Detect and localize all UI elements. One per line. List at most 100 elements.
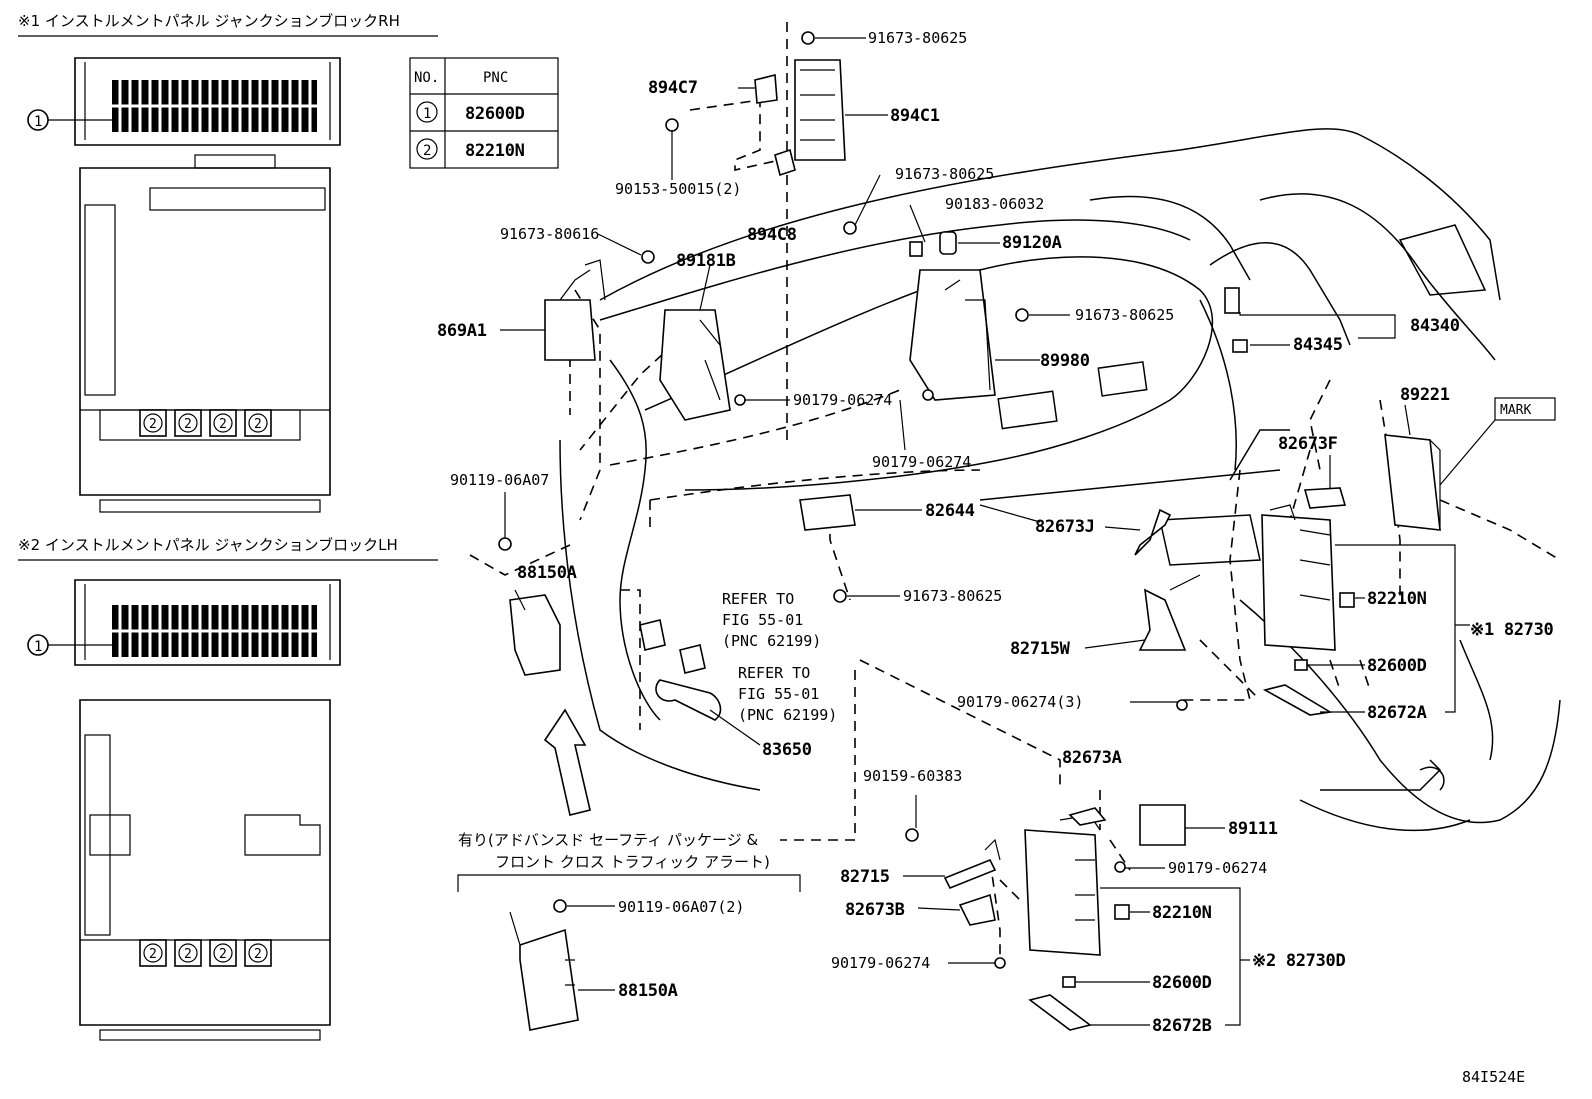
bracket-82673j bbox=[1134, 508, 1172, 556]
bracket-894c7 bbox=[754, 73, 778, 104]
module-88150a-lower bbox=[509, 911, 579, 1031]
sensor-89120a bbox=[909, 231, 957, 257]
label-82672a: 82672A bbox=[1367, 703, 1427, 723]
label-88150a-lower: 88150A bbox=[618, 981, 678, 1001]
ecu-89980 bbox=[909, 269, 996, 401]
svg-text:1: 1 bbox=[34, 639, 42, 655]
fuse-row-rh: 2 2 2 2 bbox=[139, 409, 272, 437]
table-row-2-no: 2 bbox=[423, 143, 431, 159]
jb-lh-top-view: 1 bbox=[27, 579, 341, 666]
table-header-pnc: PNC bbox=[483, 70, 508, 86]
jb-rh-side-view: 2 2 2 2 bbox=[79, 154, 331, 513]
label-82715w: 82715W bbox=[1010, 639, 1071, 659]
refer-2-line2: FIG 55-01 bbox=[738, 685, 819, 703]
svg-text:2: 2 bbox=[184, 947, 192, 962]
ecu-89181b bbox=[659, 309, 731, 421]
label-894c1: 894C1 bbox=[890, 106, 940, 126]
bracket-82715 bbox=[943, 838, 1001, 890]
label-88150a-upper: 88150A bbox=[517, 563, 577, 583]
label-91673-80625: 91673-80625 bbox=[868, 29, 967, 47]
label-90179-06274-3: 90179-06274(3) bbox=[957, 693, 1083, 711]
label-84340: 84340 bbox=[1410, 316, 1460, 336]
module-89111 bbox=[1139, 804, 1186, 846]
option-note-line1: 有り(アドバンスド セーフティ パッケージ & bbox=[458, 831, 759, 849]
refer-1-line3: (PNC 62199) bbox=[722, 632, 821, 650]
svg-text:2: 2 bbox=[149, 417, 157, 432]
label-894c7: 894C7 bbox=[648, 78, 698, 98]
label-89111: 89111 bbox=[1228, 819, 1278, 839]
label-89221: 89221 bbox=[1400, 385, 1450, 405]
label-82210n-lh: 82210N bbox=[1152, 903, 1212, 923]
label-91673-80625-c: 91673-80625 bbox=[1075, 306, 1174, 324]
bracket-82673f bbox=[1303, 487, 1347, 509]
table-row-1-pnc: 82600D bbox=[465, 104, 525, 124]
label-82715: 82715 bbox=[840, 867, 890, 887]
svg-text:2: 2 bbox=[219, 417, 227, 432]
svg-text:2: 2 bbox=[149, 947, 157, 962]
fuse-82210n-lh bbox=[1114, 904, 1130, 920]
label-90119-06a07-2: 90119-06A07(2) bbox=[618, 898, 744, 916]
label-89120a: 89120A bbox=[1002, 233, 1062, 253]
label-82673j: 82673J bbox=[1035, 517, 1095, 537]
label-mark: MARK bbox=[1500, 403, 1531, 418]
label-82673b: 82673B bbox=[845, 900, 905, 920]
label-90119-06a07: 90119-06A07 bbox=[450, 471, 549, 489]
module-89221 bbox=[1384, 434, 1441, 531]
diagram-code: 84I524E bbox=[1462, 1068, 1525, 1086]
part-83650 bbox=[655, 679, 722, 721]
jb-rh-title: ※1 インストルメントパネル ジャンクションブロックRH bbox=[18, 12, 400, 30]
label-89181b: 89181B bbox=[676, 251, 736, 271]
label-91673-80625-d: 91673-80625 bbox=[903, 587, 1002, 605]
sensor-869a1 bbox=[544, 259, 606, 361]
label-90179-06274-d: 90179-06274 bbox=[831, 954, 930, 972]
table-row-1-no: 1 bbox=[423, 106, 431, 122]
svg-text:1: 1 bbox=[34, 114, 42, 130]
fuse-82600d-lh bbox=[1062, 976, 1076, 988]
jb-lh-title: ※2 インストルメントパネル ジャンクションブロックLH bbox=[18, 536, 398, 554]
label-82673a: 82673A bbox=[1062, 748, 1122, 768]
svg-text:2: 2 bbox=[219, 947, 227, 962]
fuse-82210n bbox=[1339, 592, 1355, 608]
bracket-894c8 bbox=[774, 148, 796, 177]
module-88150a-upper bbox=[509, 589, 561, 676]
leader-lines bbox=[500, 37, 1496, 1026]
table-header-no: NO. bbox=[414, 70, 439, 86]
bracket-82673b bbox=[958, 893, 996, 926]
refer-1-line1: REFER TO bbox=[722, 590, 794, 608]
refer-2-line3: (PNC 62199) bbox=[738, 706, 837, 724]
label-82673f: 82673F bbox=[1278, 434, 1338, 454]
cover-82672b bbox=[1028, 994, 1092, 1031]
svg-text:2: 2 bbox=[254, 417, 262, 432]
instrument-panel-outline bbox=[559, 128, 1561, 832]
label-82730: ※1 82730 bbox=[1470, 620, 1554, 640]
fuse-82600d bbox=[1294, 659, 1308, 671]
bracket-82715w bbox=[1138, 574, 1201, 651]
callout-labels: 91673-80625 894C7 894C1 90153-50015(2) 9… bbox=[437, 29, 1556, 1036]
label-82600d: 82600D bbox=[1367, 656, 1427, 676]
label-89980: 89980 bbox=[1040, 351, 1090, 371]
table-row-2-pnc: 82210N bbox=[465, 141, 525, 161]
label-90179-06274-c: 90179-06274 bbox=[1168, 859, 1267, 877]
label-84345: 84345 bbox=[1293, 335, 1343, 355]
relay-82644 bbox=[799, 494, 856, 531]
label-91673-80616: 91673-80616 bbox=[500, 225, 599, 243]
label-869a1: 869A1 bbox=[437, 321, 487, 341]
label-90179-06274-b: 90179-06274 bbox=[872, 453, 971, 471]
label-90183-06032: 90183-06032 bbox=[945, 195, 1044, 213]
label-91673-80625-b: 91673-80625 bbox=[895, 165, 994, 183]
fuse-row-lh: 2 2 2 2 bbox=[139, 939, 272, 967]
switch-84340 bbox=[1224, 287, 1248, 353]
label-82672b: 82672B bbox=[1152, 1016, 1212, 1036]
svg-text:2: 2 bbox=[254, 947, 262, 962]
label-82210n: 82210N bbox=[1367, 589, 1427, 609]
label-90159-60383: 90159-60383 bbox=[863, 767, 962, 785]
option-note-line2: フロント クロス トラフィック アラート) bbox=[495, 853, 770, 871]
svg-text:2: 2 bbox=[184, 417, 192, 432]
jb-rh-top-view: 1 bbox=[27, 57, 341, 146]
label-83650: 83650 bbox=[762, 740, 812, 760]
arrow-icon bbox=[543, 708, 591, 816]
pnc-table: NO. PNC 1 82600D 2 82210N bbox=[409, 57, 559, 169]
junction-block-82730 bbox=[1261, 504, 1336, 651]
bracket-82673a bbox=[1068, 807, 1107, 826]
